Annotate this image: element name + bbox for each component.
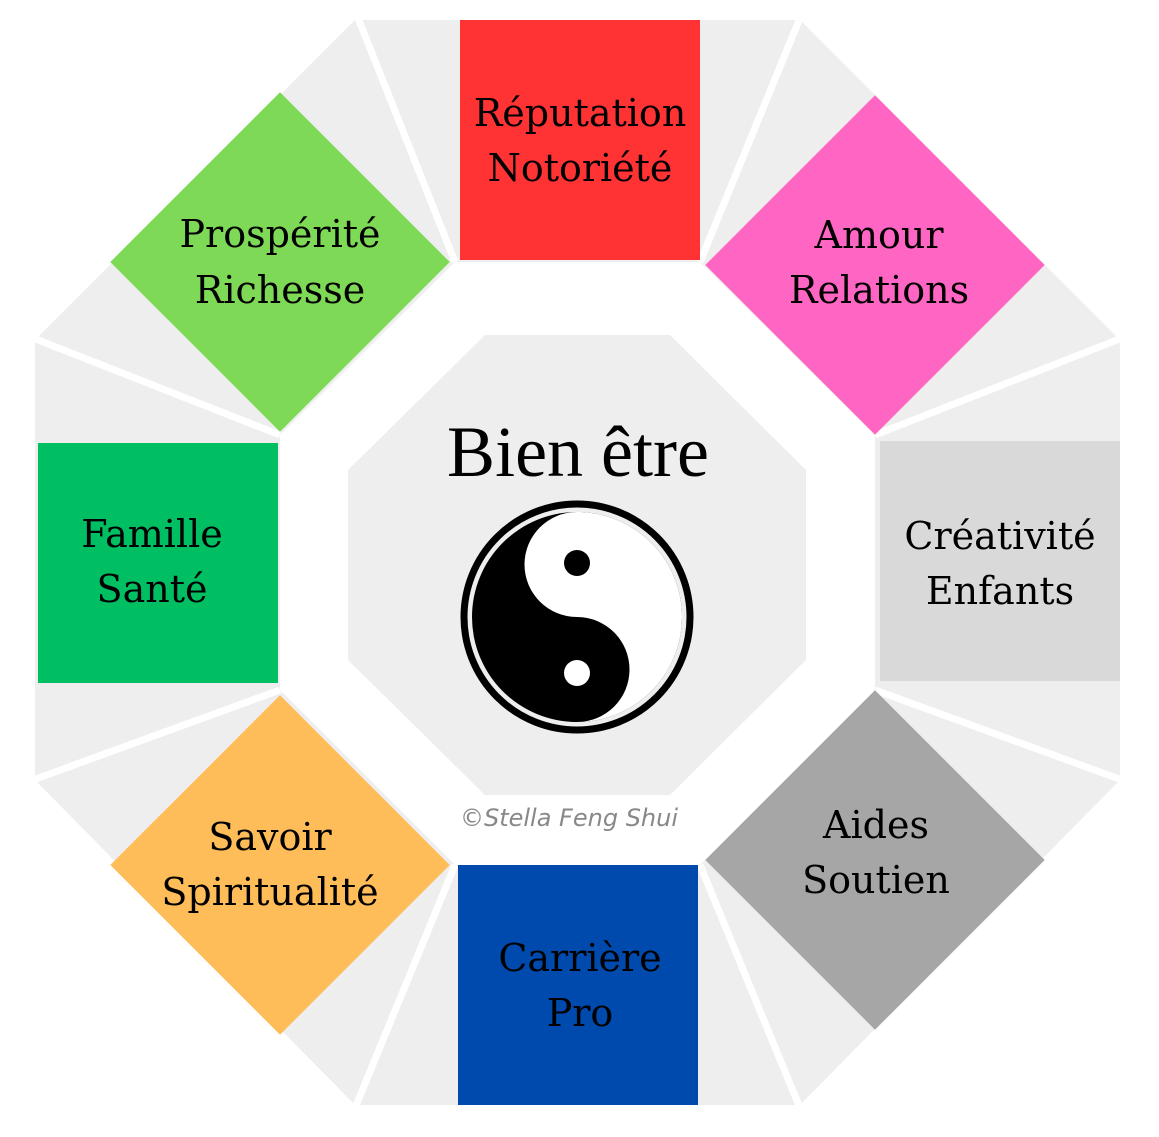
yin-yang-icon (460, 500, 694, 734)
prosperite-label-1: Prospérité (179, 212, 380, 256)
famille-label-1: Famille (81, 512, 222, 556)
area-famille[interactable] (38, 443, 278, 683)
savoir-label-2: Spiritualité (161, 870, 378, 914)
reputation-label-1: Réputation (474, 91, 687, 135)
area-reputation[interactable] (460, 20, 700, 260)
reputation-label-2: Notoriété (488, 146, 673, 190)
watermark: ©Stella Feng Shui (460, 804, 678, 832)
area-prosperite[interactable] (110, 92, 450, 432)
aides-label-2: Soutien (802, 858, 950, 902)
carriere-label-1: Carrière (498, 936, 661, 980)
creativite-label-1: Créativité (904, 514, 1095, 558)
amour-label-1: Amour (814, 213, 945, 257)
separator-lines (31, 16, 1124, 1110)
area-carriere[interactable] (458, 865, 698, 1105)
famille-label-2: Santé (97, 567, 208, 611)
amour-label-2: Relations (789, 268, 969, 312)
savoir-label-1: Savoir (208, 815, 332, 859)
area-creativite[interactable] (880, 441, 1120, 681)
creativite-label-2: Enfants (926, 569, 1074, 613)
aides-label-1: Aides (822, 803, 929, 847)
prosperite-label-2: Richesse (195, 268, 366, 312)
carriere-label-2: Pro (547, 991, 614, 1035)
center-title: Bien être (447, 412, 709, 492)
